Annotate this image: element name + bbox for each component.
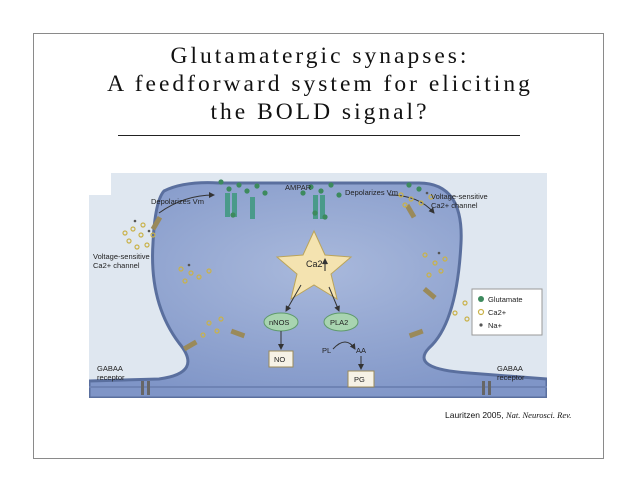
vsc-top-label-1: Voltage-sensitive — [431, 192, 488, 201]
synapse-diagram: Ca2+ nNOS PLA2 NO PL AA PG AMPAR Depolar… — [89, 173, 547, 398]
legend-glutamate-label: Glutamate — [488, 295, 523, 304]
legend-calcium-label: Ca2+ — [488, 308, 507, 317]
calcium-star — [275, 229, 353, 301]
gaba-right-label-2: receptor — [497, 373, 525, 382]
postsynaptic-cell — [89, 181, 547, 398]
no-label: NO — [274, 355, 285, 364]
pg-label: PG — [354, 375, 365, 384]
no-box — [268, 350, 294, 368]
gaba-receptors — [141, 381, 491, 395]
ampar-label: AMPAR — [285, 183, 312, 192]
pl-label: PL — [322, 346, 331, 355]
gaba-left-label-1: GABAA — [97, 364, 123, 373]
corner-notch — [89, 173, 111, 195]
depolarizes-left-label: Depolarizes Vm — [151, 197, 204, 206]
depolarize-arrow-left — [158, 192, 215, 214]
ampar-receptors — [225, 193, 325, 219]
legend-calcium-swatch — [477, 308, 485, 316]
calcium-dots — [122, 192, 484, 338]
citation: Lauritzen 2005, Nat. Neurosci. Rev. — [445, 410, 571, 420]
depolarize-arrow-right — [388, 194, 435, 214]
voltage-channels — [150, 203, 437, 352]
arrow-pl-aa — [332, 341, 356, 350]
title-rule — [118, 135, 520, 136]
arrow-to-pla2 — [328, 286, 340, 312]
pla2-oval — [323, 312, 359, 332]
depolarizes-right-label: Depolarizes Vm — [345, 188, 398, 197]
arrow-to-nnos — [285, 284, 302, 312]
nnos-label: nNOS — [269, 318, 289, 327]
legend-glutamate-swatch — [478, 296, 484, 302]
vsc-left-label-2: Ca2+ channel — [93, 261, 140, 270]
vsc-left-label-1: Voltage-sensitive — [93, 252, 150, 261]
legend: Glutamate Ca2+ Na+ — [471, 288, 543, 336]
glutamate-dots — [218, 179, 422, 220]
pg-box — [347, 370, 375, 388]
aa-label: AA — [356, 346, 366, 355]
title-line-3: the BOLD signal? — [210, 99, 430, 125]
title-line-1: Glutamatergic synapses: — [170, 43, 470, 69]
gaba-left-label-2: receptor — [97, 373, 125, 382]
gaba-right-label-1: GABAA — [497, 364, 523, 373]
legend-sodium-swatch — [479, 323, 483, 327]
citation-journal: Nat. Neurosci. Rev. — [505, 410, 572, 420]
title-line-2: A feedforward system for eliciting — [107, 71, 533, 97]
vsc-top-label-2: Ca2+ channel — [431, 201, 478, 210]
citation-author: Lauritzen 2005, — [445, 410, 504, 420]
calcium-star-label: Ca2+ — [306, 259, 328, 269]
pla2-label: PLA2 — [330, 318, 348, 327]
legend-sodium-label: Na+ — [488, 321, 503, 330]
